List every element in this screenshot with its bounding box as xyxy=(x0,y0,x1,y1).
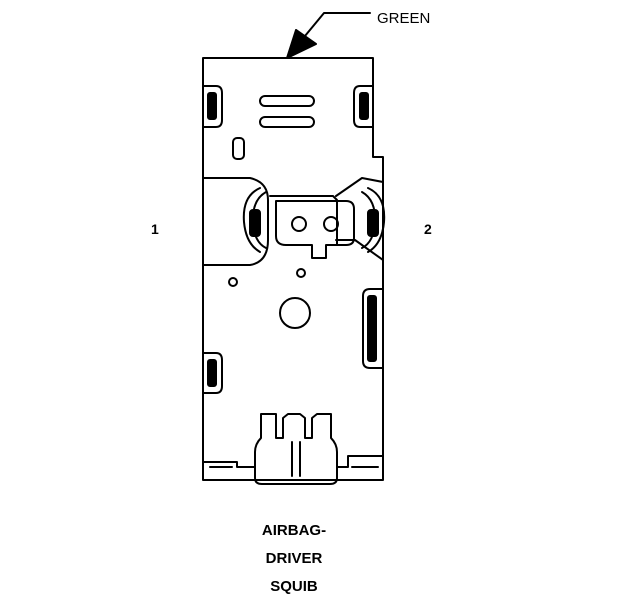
title-line-1: AIRBAG- xyxy=(261,522,327,539)
title-line-3: SQUIB xyxy=(270,578,318,595)
connector-housing xyxy=(202,57,384,481)
callout-label: GREEN xyxy=(377,10,431,27)
middle-right-tab xyxy=(362,288,384,369)
pin-hole-1 xyxy=(291,216,307,232)
terminal-clip-right xyxy=(361,187,386,253)
pin-label-2: 2 xyxy=(424,221,432,237)
top-slots xyxy=(232,95,315,160)
pin-label-1: 1 xyxy=(151,221,159,237)
bottom-rails xyxy=(202,455,384,468)
bottom-latch xyxy=(254,413,338,485)
pin-hole-2 xyxy=(323,216,339,232)
terminal-block xyxy=(202,177,384,266)
title-line-2: DRIVER xyxy=(265,550,323,567)
upper-right-tab xyxy=(353,85,374,128)
locator-holes xyxy=(228,268,311,329)
upper-left-tab xyxy=(202,85,223,128)
terminal-clip-left xyxy=(242,187,267,253)
callout-arrow xyxy=(286,12,371,59)
lower-left-tab xyxy=(202,352,223,394)
shorting-bar xyxy=(269,195,355,259)
